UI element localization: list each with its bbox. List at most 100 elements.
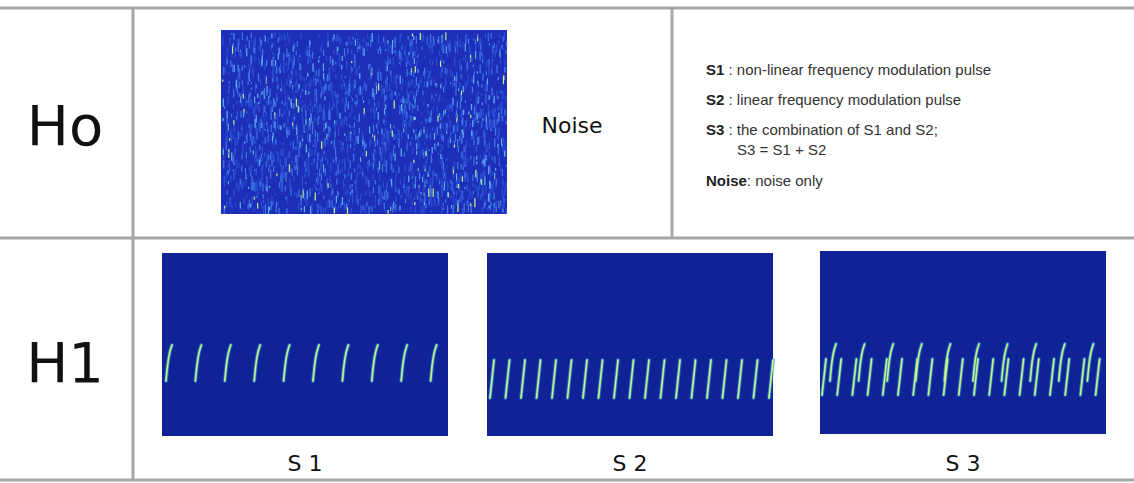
noise-speck [234, 173, 235, 179]
noise-speck [482, 173, 483, 177]
noise-speck [413, 52, 414, 56]
noise-speck [474, 106, 475, 114]
noise-speck [423, 101, 424, 107]
noise-speck [338, 128, 339, 135]
noise-speck [327, 74, 328, 81]
noise-speck [272, 52, 273, 55]
noise-speck [301, 198, 302, 205]
noise-speck [266, 91, 267, 95]
noise-speck [386, 76, 387, 81]
noise-speck [458, 88, 459, 90]
noise-speck [353, 155, 354, 161]
noise-spectrogram [221, 30, 507, 214]
noise-speck [226, 136, 227, 141]
noise-speck [263, 118, 264, 121]
noise-speck [472, 192, 473, 198]
noise-speck [351, 96, 352, 98]
noise-speck [369, 206, 370, 214]
noise-speck [437, 115, 438, 121]
noise-speck [400, 179, 401, 184]
noise-speck [324, 85, 325, 93]
noise-speck [385, 210, 386, 212]
noise-speck [420, 33, 421, 40]
noise-speck [443, 135, 444, 141]
noise-speck [246, 100, 247, 103]
noise-speck [316, 96, 317, 102]
noise-speck [415, 207, 416, 213]
noise-speck [401, 97, 402, 103]
noise-speck [454, 203, 455, 209]
noise-speck [259, 156, 260, 160]
noise-speck [446, 166, 447, 168]
noise-speck [465, 54, 466, 61]
noise-speck [411, 79, 412, 85]
noise-speck [261, 119, 262, 126]
noise-speck [391, 163, 392, 170]
noise-speck [418, 53, 419, 57]
noise-speck [360, 193, 361, 200]
noise-speck [323, 196, 324, 200]
noise-speck [453, 191, 454, 195]
noise-speck [352, 98, 353, 101]
noise-speck [266, 59, 267, 66]
noise-speck [352, 194, 353, 203]
noise-speck [489, 119, 490, 128]
noise-speck [249, 78, 250, 81]
noise-speck [263, 200, 264, 204]
noise-speck [270, 100, 271, 104]
noise-speck [370, 139, 371, 146]
noise-speck [482, 189, 483, 198]
noise-speck [450, 69, 451, 76]
noise-speck [409, 81, 410, 86]
noise-speck [314, 69, 315, 73]
noise-speck [362, 96, 363, 101]
noise-speck [272, 107, 273, 112]
noise-speck [463, 129, 464, 137]
noise-speck [401, 85, 402, 91]
noise-speck [344, 202, 345, 210]
noise-speck [323, 123, 324, 126]
noise-speck [276, 151, 277, 154]
noise-speck [276, 173, 277, 176]
noise-speck [231, 135, 232, 143]
noise-speck [331, 86, 332, 94]
noise-speck [380, 74, 381, 80]
noise-speck [295, 156, 296, 162]
noise-speck [484, 159, 485, 166]
noise-speck [485, 155, 486, 160]
noise-speck [303, 125, 304, 132]
noise-speck [384, 95, 385, 102]
noise-speck [481, 84, 482, 88]
noise-speck [483, 159, 484, 166]
noise-speck [484, 199, 485, 203]
noise-speck [491, 156, 492, 160]
noise-speck [248, 187, 249, 189]
noise-speck [492, 109, 493, 116]
noise-speck [329, 103, 330, 109]
noise-speck [277, 203, 278, 207]
noise-speck [307, 73, 308, 76]
noise-speck [487, 144, 488, 152]
noise-speck [272, 200, 273, 205]
noise-speck [255, 84, 256, 93]
noise-speck [337, 194, 338, 197]
noise-speck [261, 59, 262, 66]
noise-speck [410, 206, 411, 211]
noise-speck [333, 159, 334, 162]
noise-speck [408, 176, 409, 183]
noise-speck [241, 185, 242, 189]
noise-speck [265, 205, 266, 214]
noise-speck [465, 120, 466, 126]
noise-speck [229, 197, 230, 204]
noise-speck [382, 129, 383, 134]
noise-speck [413, 35, 414, 40]
noise-speck [443, 203, 444, 207]
noise-speck [345, 76, 346, 78]
noise-speck [352, 37, 353, 40]
noise-speck [376, 86, 377, 95]
noise-speck [427, 104, 428, 109]
noise-speck [329, 56, 330, 62]
noise-speck [404, 50, 405, 55]
noise-speck [473, 75, 474, 83]
